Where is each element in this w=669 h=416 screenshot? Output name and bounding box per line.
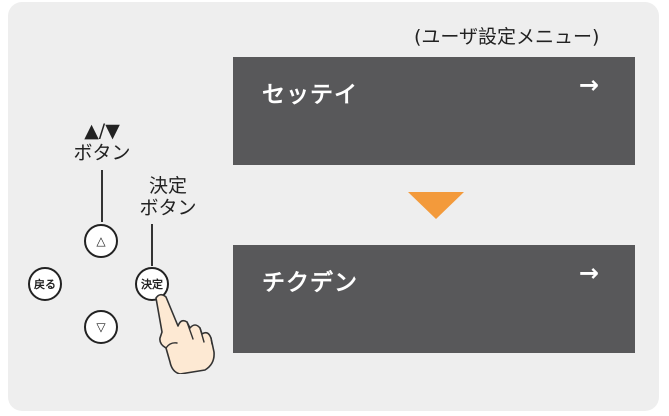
display-screen-charge: チクデン → [233,245,635,353]
enter-label-line1: 決定 [148,175,187,197]
down-button[interactable]: ▽ [84,310,118,344]
display-screen-settings: セッテイ → [233,57,635,165]
screen-text-settings: セッテイ [262,82,358,108]
right-arrow-icon: → [578,259,599,287]
right-arrow-icon: → [578,71,599,99]
up-button[interactable]: △ [84,224,118,258]
enter-button-label: 決定 ボタン [128,175,208,219]
enter-label-line2: ボタン [139,197,197,219]
enter-leader-line [151,224,153,266]
down-arrow-icon [408,192,464,219]
nav-button-label: ▲/▼ ボタン [68,120,136,164]
back-button[interactable]: 戻る [28,267,62,301]
menu-caption: (ユーザ設定メニュー) [414,26,600,48]
nav-label-line2: ボタン [73,142,131,164]
pointing-hand-icon [155,293,215,374]
screen-text-charge: チクデン [262,270,358,296]
nav-leader-line [101,170,103,222]
nav-label-line1: ▲/▼ [84,120,120,142]
